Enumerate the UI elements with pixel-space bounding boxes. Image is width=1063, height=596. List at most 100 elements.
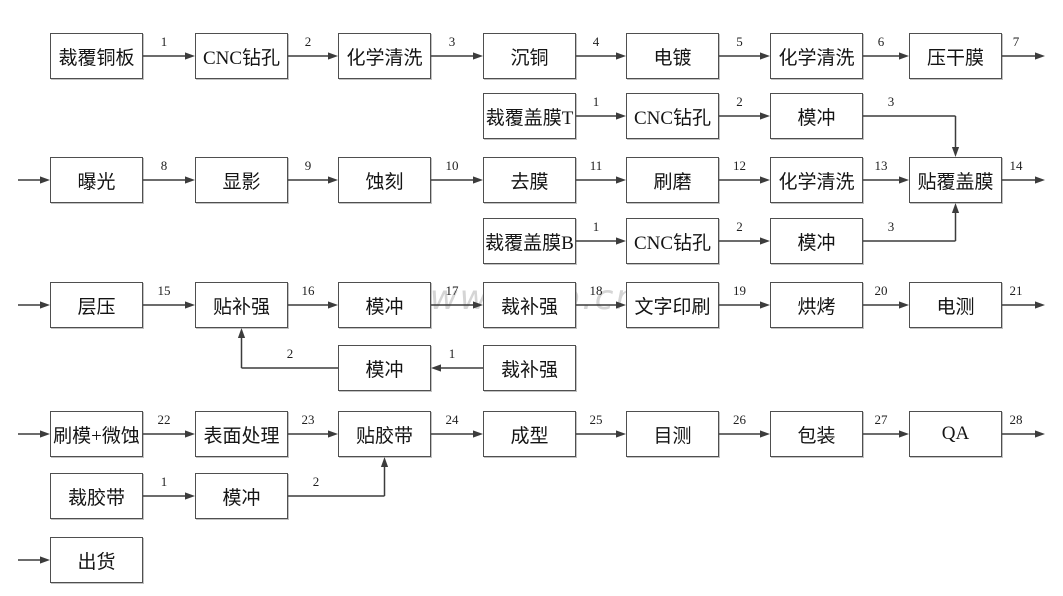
flow-node-n05: 电镀 xyxy=(626,33,719,79)
edge-label: 2 xyxy=(736,219,743,234)
edge-label: 22 xyxy=(157,412,171,427)
flow-node-label: 贴补强 xyxy=(212,296,270,318)
arrowhead-icon xyxy=(40,556,50,564)
flow-node-label: 模冲 xyxy=(222,487,261,509)
flow-node-label: 模冲 xyxy=(365,296,404,318)
edge-label: 3 xyxy=(887,94,895,109)
edge-label: 12 xyxy=(733,158,746,173)
edge-label: 19 xyxy=(733,283,746,298)
edge-label: 10 xyxy=(445,158,459,173)
flow-node-label: 裁补强 xyxy=(500,359,558,381)
edge-label: 25 xyxy=(589,412,603,427)
edge-label: 23 xyxy=(301,412,315,427)
arrowhead-icon xyxy=(951,147,960,157)
flow-node-label: 去膜 xyxy=(510,171,549,193)
arrowhead-icon xyxy=(380,457,389,467)
flow-node-n27: 电测 xyxy=(909,282,1002,328)
flow-node-n11: 曝光 xyxy=(50,157,143,203)
flow-node-n15: 刷磨 xyxy=(626,157,719,203)
arrowhead-icon xyxy=(328,52,338,60)
flow-node-label: 刷模+微蚀 xyxy=(53,425,140,447)
flow-node-label: 贴覆盖膜 xyxy=(917,171,994,193)
flow-node-n25: 文字印刷 xyxy=(626,282,719,328)
flow-node-label: 文字印刷 xyxy=(634,296,711,318)
edge-label: 13 xyxy=(874,158,888,173)
arrowhead-icon xyxy=(1035,301,1045,309)
flow-node-label: 蚀刻 xyxy=(365,171,404,193)
flow-node-label: 化学清洗 xyxy=(778,171,855,193)
flow-node-label: CNC钻孔 xyxy=(202,47,281,69)
flow-node-label: 裁覆盖膜T xyxy=(485,107,574,129)
edge-label: 1 xyxy=(160,474,168,489)
edge-label: 3 xyxy=(887,219,895,234)
edge-label: 2 xyxy=(736,94,743,109)
flow-node-label: 曝光 xyxy=(77,171,116,193)
flow-node-n22: 贴补强 xyxy=(195,282,288,328)
flow-node-n38: 模冲 xyxy=(195,473,288,519)
flow-node-n39: 出货 xyxy=(50,537,143,583)
edge-label: 9 xyxy=(304,158,312,173)
flow-node-n24: 裁补强 xyxy=(483,282,576,328)
flow-node-n13: 蚀刻 xyxy=(338,157,431,203)
arrowhead-icon xyxy=(899,430,909,438)
edge-label: 3 xyxy=(448,34,456,49)
arrowhead-icon xyxy=(1035,52,1045,60)
flow-node-label: 化学清洗 xyxy=(346,47,423,69)
flow-node-n07: 压干膜 xyxy=(909,33,1002,79)
arrowhead-icon xyxy=(473,430,483,438)
flow-node-n17: 贴覆盖膜 xyxy=(909,157,1002,203)
edge-label: 2 xyxy=(312,474,320,489)
edge-label: 1 xyxy=(592,94,600,109)
flow-node-label: 压干膜 xyxy=(926,47,984,69)
edge-label: 18 xyxy=(589,283,603,298)
flow-node-n10: 模冲 xyxy=(770,93,863,139)
arrowhead-icon xyxy=(616,52,626,60)
arrowhead-icon xyxy=(40,430,50,438)
arrowhead-icon xyxy=(473,52,483,60)
flow-node-n26: 烘烤 xyxy=(770,282,863,328)
edge-label: 1 xyxy=(160,34,168,49)
arrowhead-icon xyxy=(616,176,626,184)
flow-node-n16: 化学清洗 xyxy=(770,157,863,203)
flow-node-label: CNC钻孔 xyxy=(633,107,712,129)
arrowhead-icon xyxy=(185,430,195,438)
arrowhead-icon xyxy=(473,176,483,184)
flow-node-n32: 贴胶带 xyxy=(338,411,431,457)
edge-label: 4 xyxy=(592,34,600,49)
edge-label: 15 xyxy=(157,283,171,298)
flow-node-label: 贴胶带 xyxy=(355,425,413,447)
flow-node-label: 烘烤 xyxy=(797,296,836,318)
arrowhead-icon xyxy=(328,430,338,438)
arrowhead-icon xyxy=(899,52,909,60)
arrowhead-icon xyxy=(899,301,909,309)
edge-label: 24 xyxy=(445,412,459,427)
arrowhead-icon xyxy=(1035,176,1045,184)
flow-node-n31: 表面处理 xyxy=(195,411,288,457)
flow-node-label: 模冲 xyxy=(797,232,836,254)
flow-node-label: 化学清洗 xyxy=(778,47,855,69)
arrowhead-icon xyxy=(431,364,441,372)
flow-node-label: 沉铜 xyxy=(510,47,549,69)
arrowhead-icon xyxy=(760,430,770,438)
arrowhead-icon xyxy=(899,176,909,184)
flow-node-label: 模冲 xyxy=(365,359,404,381)
flow-node-label: 成型 xyxy=(510,425,549,447)
arrowhead-icon xyxy=(328,176,338,184)
edge-label: 26 xyxy=(733,412,746,427)
flow-node-n21: 层压 xyxy=(50,282,143,328)
flow-node-label: 出货 xyxy=(77,551,116,573)
edge-label: 16 xyxy=(301,283,315,298)
flow-node-label: 包装 xyxy=(797,425,836,447)
arrowhead-icon xyxy=(760,176,770,184)
flow-node-label: CNC钻孔 xyxy=(633,232,712,254)
flow-node-n19: CNC钻孔 xyxy=(626,218,719,264)
arrowhead-icon xyxy=(185,176,195,184)
flow-node-label: 模冲 xyxy=(797,107,836,129)
flow-node-n30: 刷模+微蚀 xyxy=(50,411,143,457)
flow-node-label: QA xyxy=(941,423,970,444)
arrowhead-icon xyxy=(760,112,770,120)
arrowhead-icon xyxy=(760,52,770,60)
edge-label: 8 xyxy=(160,158,168,173)
edge-label: 11 xyxy=(589,158,603,173)
